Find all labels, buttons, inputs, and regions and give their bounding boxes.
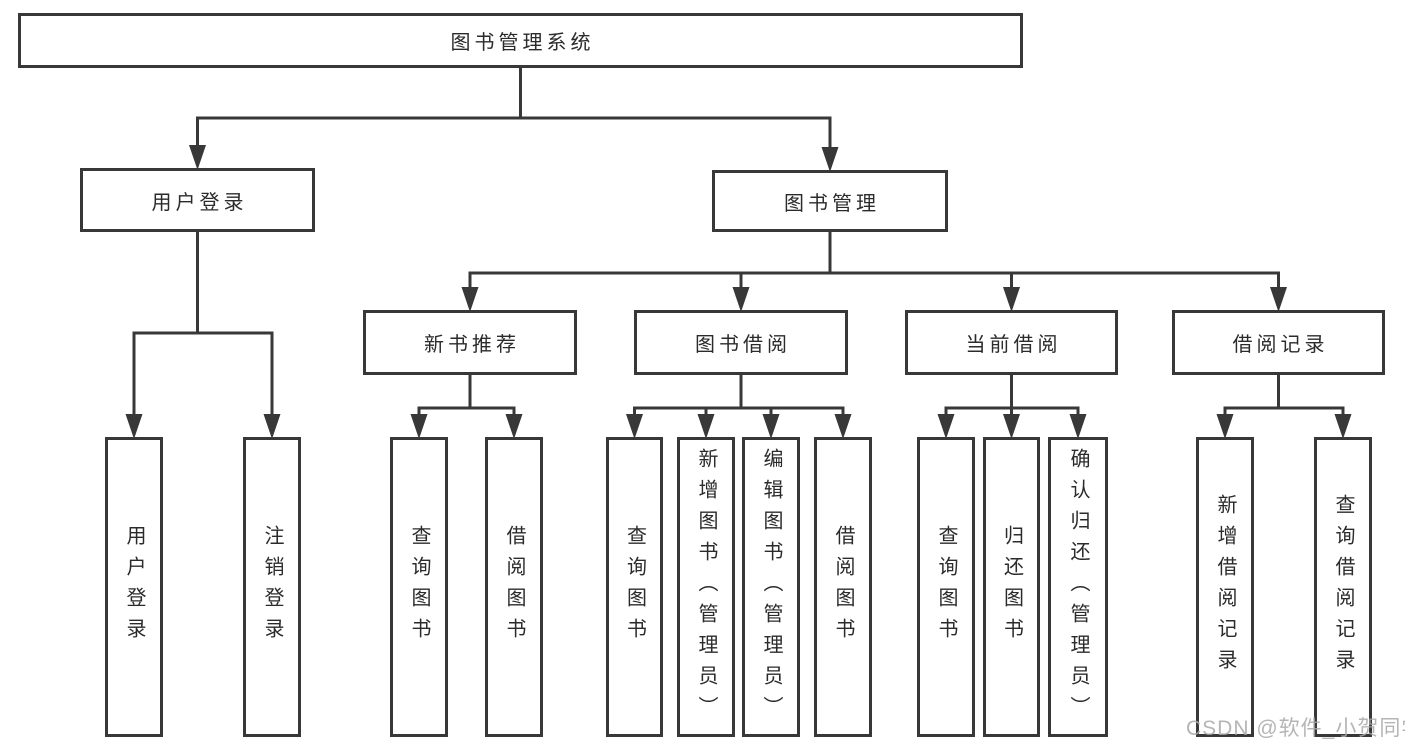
node-leaf-add-book: 新增图书（管理员） (677, 437, 735, 737)
node-leaf-query-book-3: 查询图书 (917, 437, 975, 737)
node-leaf-query-book-1: 查询图书 (390, 437, 448, 737)
node-label-leaf-add-book: 新增图书（管理员） (695, 447, 717, 727)
node-leaf-add-record: 新增借阅记录 (1196, 437, 1254, 737)
node-leaf-query-book-2: 查询图书 (606, 437, 663, 737)
node-label-leaf-query-book-3: 查询图书 (935, 525, 957, 649)
node-label-leaf-user-login: 用户登录 (123, 525, 145, 649)
node-book-mgmt: 图书管理 (712, 170, 948, 232)
node-label-new-book-rec: 新书推荐 (424, 334, 520, 356)
node-leaf-logout: 注销登录 (243, 437, 301, 737)
node-label-leaf-query-book-1: 查询图书 (408, 525, 430, 649)
node-borrow-records: 借阅记录 (1172, 310, 1385, 375)
node-label-leaf-query-book-2: 查询图书 (623, 525, 646, 649)
node-leaf-edit-book: 编辑图书（管理员） (742, 437, 800, 737)
node-new-book-rec: 新书推荐 (363, 310, 577, 375)
node-label-root: 图书管理系统 (450, 32, 595, 54)
node-label-leaf-logout: 注销登录 (261, 525, 283, 649)
node-current-borrow: 当前借阅 (905, 310, 1118, 375)
node-leaf-return-book: 归还图书 (983, 437, 1040, 737)
node-label-leaf-return-book: 归还图书 (1000, 525, 1023, 649)
node-root: 图书管理系统 (18, 13, 1023, 68)
node-user-login: 用户登录 (80, 168, 315, 232)
csdn-watermark: CSDN @软件_小贺同学 (1186, 717, 1405, 740)
node-label-book-mgmt: 图书管理 (784, 192, 880, 215)
node-book-borrow: 图书借阅 (634, 310, 848, 375)
node-label-user-login: 用户登录 (151, 191, 248, 214)
node-leaf-borrow-book-1: 借阅图书 (485, 437, 543, 737)
node-label-leaf-confirm-return: 确认归还（管理员） (1067, 447, 1089, 727)
node-label-leaf-query-record: 查询借阅记录 (1332, 494, 1354, 680)
node-label-leaf-add-record: 新增借阅记录 (1214, 494, 1236, 680)
node-label-current-borrow: 当前借阅 (965, 334, 1062, 356)
node-label-leaf-borrow-book-2: 借阅图书 (832, 525, 854, 649)
node-leaf-user-login: 用户登录 (105, 437, 163, 737)
node-label-leaf-edit-book: 编辑图书（管理员） (760, 447, 782, 727)
node-label-book-borrow: 图书借阅 (695, 334, 791, 356)
node-leaf-confirm-return: 确认归还（管理员） (1048, 437, 1108, 737)
node-leaf-query-record: 查询借阅记录 (1314, 437, 1372, 737)
node-label-borrow-records: 借阅记录 (1232, 334, 1329, 356)
node-leaf-borrow-book-2: 借阅图书 (814, 437, 872, 737)
node-label-leaf-borrow-book-1: 借阅图书 (503, 525, 525, 649)
